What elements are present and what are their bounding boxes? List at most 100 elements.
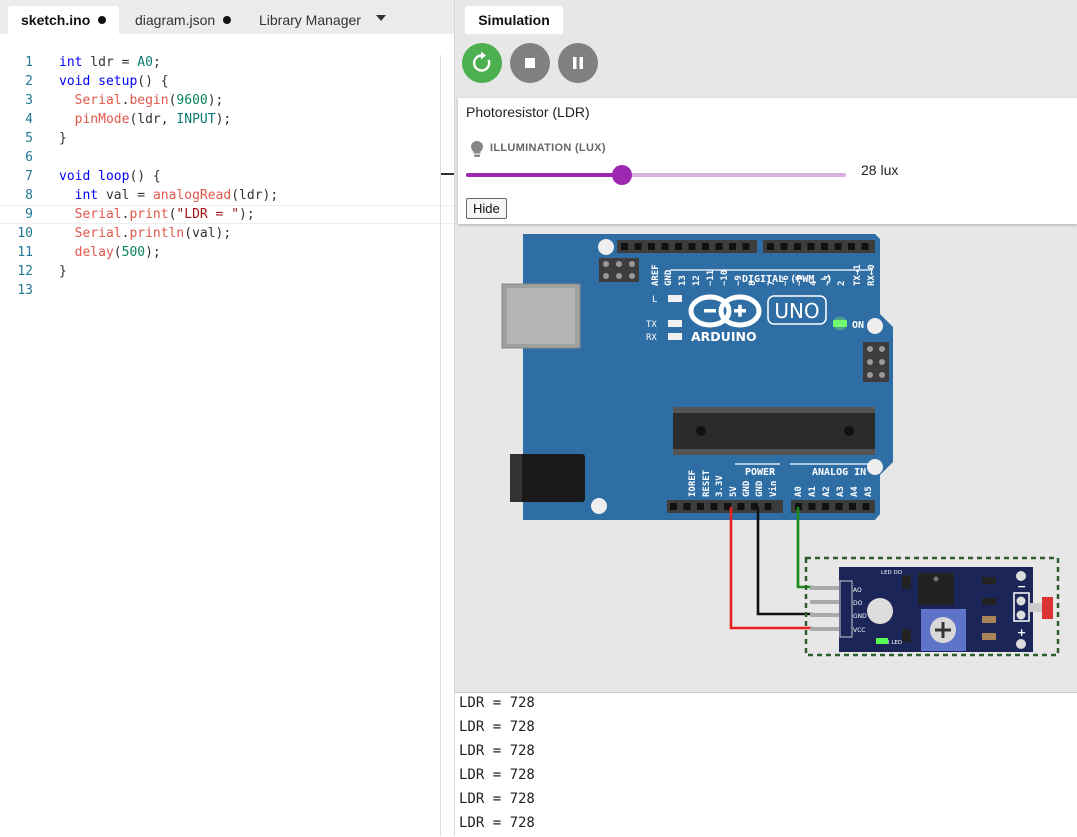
pin-label: 5V: [729, 486, 739, 497]
serial-monitor[interactable]: LDR = 728 LDR = 728 LDR = 728 LDR = 728 …: [455, 692, 1077, 837]
editor-scrollbar[interactable]: [440, 55, 441, 836]
code-text: Serial.println(val);: [74, 226, 232, 241]
code-text: pinMode(ldr, INPUT);: [74, 112, 232, 127]
header-pins: [621, 243, 869, 250]
tab-sketch-ino[interactable]: sketch.ino: [8, 6, 120, 34]
tab-library-manager[interactable]: Library Manager: [259, 6, 361, 34]
mounting-hole: [591, 498, 607, 514]
code-line: 8 int val = analogRead(ldr);: [25, 188, 279, 203]
l-led: [668, 295, 682, 302]
slider-thumb[interactable]: [611, 165, 632, 185]
pin-label: GND: [755, 480, 765, 497]
led-label: TX: [646, 320, 657, 330]
module-pin-label: DO: [853, 600, 863, 607]
tab-diagram-json[interactable]: diagram.json: [135, 6, 232, 34]
serial-line: LDR = 728: [459, 719, 535, 735]
rx-led: [668, 333, 682, 340]
pin-label: 12: [692, 275, 702, 286]
svg-text:−: −: [1017, 580, 1026, 593]
code-line-current: 9 Serial.print("LDR = ");: [0, 205, 454, 224]
scroll-position-marker: [441, 173, 454, 175]
unsaved-dot-icon: [98, 16, 107, 24]
tab-label: Library Manager: [259, 12, 361, 28]
pin-label: 8: [748, 281, 758, 286]
pin-label: GND: [742, 480, 752, 497]
icsp-header: [863, 342, 889, 382]
photoresistor-icon[interactable]: [1042, 597, 1053, 619]
on-label: ON: [852, 320, 864, 331]
slider-fill: [466, 173, 622, 177]
pause-button[interactable]: [558, 43, 598, 83]
power-jack: [510, 454, 585, 502]
code-line: 10 Serial.println(val);: [17, 226, 232, 241]
serial-line: LDR = 728: [459, 743, 535, 759]
code-line: 5}: [25, 131, 67, 146]
led-label: RX: [646, 333, 657, 343]
module-pin-label: GND: [853, 613, 867, 620]
stop-button[interactable]: [510, 43, 550, 83]
pin-label: ~9: [734, 275, 744, 286]
ldr-control-panel: Photoresistor (LDR) ILLUMINATION (LUX) 2…: [458, 98, 1077, 224]
module-power-led: [876, 638, 888, 644]
pin-label: A0: [794, 486, 804, 497]
code-line: 13: [17, 283, 33, 298]
digital-header-right: [763, 240, 875, 253]
module-capacitor: [867, 598, 893, 624]
illumination-slider[interactable]: [466, 165, 846, 185]
tab-label: diagram.json: [135, 12, 216, 28]
ldr-sensor-module[interactable]: AO DO GND VCC LED DO PWR LED − +: [810, 567, 1053, 652]
stop-icon: [525, 58, 535, 68]
editor-pane: sketch.ino diagram.json Library Manager …: [0, 0, 455, 836]
code-line: 12}: [17, 264, 67, 279]
gnd-wire[interactable]: [756, 507, 813, 616]
mounting-hole: [598, 239, 614, 255]
arduino-logo-icon: [688, 294, 762, 328]
chevron-down-icon[interactable]: [376, 15, 386, 21]
pin-label: Vin: [768, 481, 779, 497]
tab-simulation[interactable]: Simulation: [465, 6, 563, 34]
vcc-wire[interactable]: [729, 507, 813, 630]
analog-header: [791, 500, 875, 513]
pause-icon: [573, 57, 583, 69]
module-led-label: PWR LED: [877, 640, 902, 646]
simulation-pane: Simulation Photoresistor (LDR) ILLUMINAT…: [455, 0, 1077, 837]
pin-label: RX←0: [867, 264, 877, 286]
serial-line: LDR = 728: [459, 791, 535, 807]
power-led: [833, 320, 847, 327]
pin-label: ~6: [781, 275, 791, 286]
mounting-hole: [867, 459, 883, 475]
signal-wire[interactable]: [796, 507, 813, 589]
pin-label: A5: [864, 486, 874, 497]
code-line: 4 pinMode(ldr, INPUT);: [25, 112, 232, 127]
microcontroller-chip: [673, 407, 875, 455]
pin-label: GND: [664, 269, 674, 286]
digital-label: DIGITAL (PWM ~): [742, 274, 832, 285]
led-label: L: [652, 295, 657, 305]
restart-button[interactable]: [462, 43, 502, 83]
code-text: int ldr = A0;: [59, 55, 161, 70]
pin-label: ~5: [795, 275, 805, 286]
analog-in-label: ANALOG IN: [812, 467, 866, 478]
pin-label: 2: [837, 281, 847, 286]
pin-label: 4: [809, 280, 819, 286]
code-line: 3 Serial.begin(9600);: [25, 93, 224, 108]
pin-label: A1: [808, 486, 818, 497]
restart-icon: [472, 51, 491, 72]
selection-outline: [804, 556, 1060, 657]
pin-label: ~11: [706, 270, 716, 286]
code-text: Serial.begin(9600);: [74, 93, 224, 108]
hide-button[interactable]: Hide: [466, 198, 507, 219]
module-led-label: LED DO: [881, 570, 903, 576]
code-text: delay(500);: [74, 245, 161, 260]
uno-badge: [767, 295, 827, 325]
power-label: POWER: [745, 467, 776, 478]
serial-line: LDR = 728: [459, 767, 535, 783]
